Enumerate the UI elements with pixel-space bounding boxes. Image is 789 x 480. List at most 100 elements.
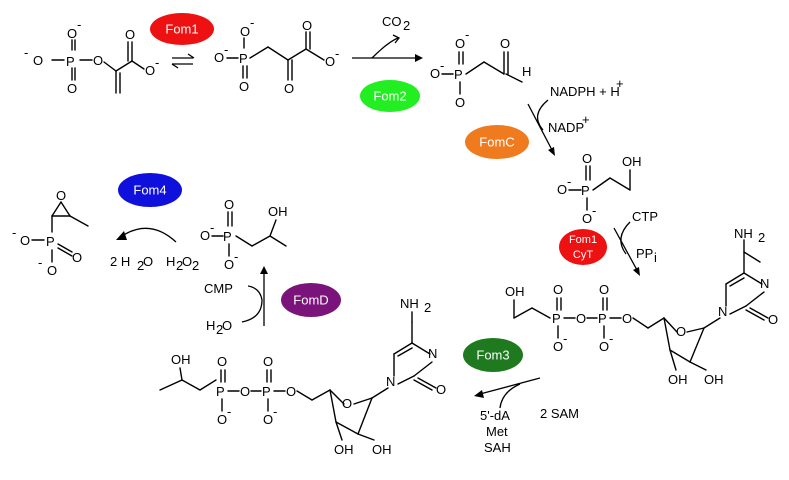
svg-text:O: O — [342, 396, 352, 411]
svg-text:O: O — [93, 53, 103, 68]
svg-text:2 SAM: 2 SAM — [540, 406, 579, 421]
svg-text:O: O — [582, 151, 592, 166]
svg-text:O: O — [72, 250, 82, 265]
svg-text:O: O — [33, 53, 43, 68]
svg-text:O: O — [222, 318, 232, 333]
svg-text:O: O — [143, 254, 153, 269]
svg-text:O: O — [553, 339, 563, 354]
svg-text:P: P — [216, 384, 225, 399]
svg-text:2: 2 — [192, 258, 199, 273]
epoxidation-arrow: 2 H 2 O H 2 O 2 — [110, 227, 199, 273]
hydrolysis-arrow: CMP H 2 O — [204, 266, 268, 337]
svg-text:PP: PP — [636, 246, 653, 261]
svg-text:2: 2 — [403, 18, 410, 33]
svg-text:P: P — [46, 234, 55, 249]
cmp-hpp-structure: OH P O O - O P O O - O O OH OH — [159, 296, 446, 457]
svg-text:OH: OH — [334, 442, 354, 457]
svg-text:O: O — [67, 81, 77, 96]
svg-text:2: 2 — [137, 258, 144, 273]
enzyme-fom3: Fom3 — [463, 338, 523, 372]
svg-text:N: N — [760, 276, 769, 291]
svg-text:OH: OH — [505, 284, 525, 299]
svg-text:-: - — [563, 331, 567, 346]
svg-text:O: O — [217, 412, 227, 427]
svg-text:O: O — [240, 384, 250, 399]
svg-text:Fom3: Fom3 — [476, 347, 509, 362]
svg-text:O: O — [325, 54, 335, 69]
svg-text:O: O — [145, 63, 155, 78]
svg-text:O: O — [576, 311, 586, 326]
svg-text:P: P — [581, 183, 590, 198]
svg-text:O: O — [224, 257, 234, 272]
svg-text:O: O — [582, 211, 592, 226]
svg-text:OH: OH — [268, 204, 288, 219]
svg-text:2: 2 — [424, 300, 431, 315]
svg-text:N: N — [386, 374, 395, 389]
svg-text:O: O — [430, 66, 440, 81]
svg-text:P: P — [552, 311, 561, 326]
svg-text:CMP: CMP — [204, 281, 233, 296]
svg-text:O: O — [286, 384, 296, 399]
svg-text:O: O — [20, 233, 30, 248]
svg-text:FomC: FomC — [479, 134, 514, 149]
svg-text:O: O — [200, 228, 210, 243]
svg-text:O: O — [768, 312, 778, 327]
svg-text:O: O — [217, 354, 227, 369]
svg-text:Fom4: Fom4 — [133, 182, 166, 197]
svg-text:H: H — [522, 64, 531, 79]
pep-structure: P O - O - O O O O - — [24, 17, 159, 96]
svg-text:P: P — [223, 229, 232, 244]
svg-text:-: - — [24, 45, 28, 60]
svg-text:-: - — [440, 58, 444, 73]
svg-text:-: - — [592, 203, 596, 218]
hpp-structure: O - P O O - OH — [200, 197, 288, 272]
svg-text:O: O — [676, 324, 686, 339]
svg-text:O: O — [599, 339, 609, 354]
svg-text:2: 2 — [216, 322, 223, 337]
svg-text:-: - — [250, 15, 254, 30]
svg-text:O: O — [557, 182, 567, 197]
svg-text:O: O — [622, 311, 632, 326]
phosphonoacetaldehyde-structure: O - P O - O O H — [430, 27, 531, 110]
svg-text:OH: OH — [171, 352, 191, 367]
enzyme-fomd: FomD — [281, 283, 341, 317]
svg-text:-: - — [77, 17, 81, 32]
phosphonopyruvate-structure: O - P O - O O O O - — [214, 15, 339, 96]
svg-text:Fom1: Fom1 — [569, 234, 597, 246]
svg-text:-: - — [210, 220, 214, 235]
svg-text:-: - — [335, 46, 339, 61]
svg-text:-: - — [227, 404, 231, 419]
svg-text:NH: NH — [734, 226, 753, 241]
svg-text:O: O — [500, 36, 510, 51]
equilibrium-arrow — [171, 53, 195, 69]
svg-text:OH: OH — [372, 442, 392, 457]
methylation-arrow: 2 SAM 5'-dA Met SAH — [474, 377, 579, 455]
svg-text:O: O — [214, 50, 224, 65]
svg-text:-: - — [224, 42, 228, 57]
hep-structure: O - P O O - OH — [557, 151, 642, 226]
cytidylylation-arrow: CTP PP i — [613, 209, 658, 276]
svg-text:OH: OH — [622, 154, 642, 169]
decarboxylation-arrow: CO 2 — [352, 14, 423, 62]
svg-text:-: - — [465, 27, 469, 42]
svg-text:NADPH + H: NADPH + H — [550, 84, 620, 99]
svg-text:P: P — [598, 311, 607, 326]
svg-text:O: O — [455, 36, 465, 51]
svg-text:O: O — [436, 382, 446, 397]
enzyme-fom1: Fom1 — [150, 13, 214, 45]
svg-text:-: - — [609, 331, 613, 346]
svg-text:CyT: CyT — [573, 249, 593, 261]
svg-text:SAH: SAH — [484, 440, 511, 455]
svg-text:OH: OH — [704, 372, 724, 387]
svg-text:O: O — [182, 254, 192, 269]
svg-text:H: H — [166, 254, 175, 269]
enzyme-fom2: Fom2 — [360, 80, 420, 112]
svg-text:H: H — [206, 318, 215, 333]
svg-text:i: i — [654, 250, 657, 265]
svg-text:O: O — [263, 412, 273, 427]
fosfomycin-structure: O P O - O - O — [12, 188, 89, 278]
svg-text:CTP: CTP — [632, 209, 658, 224]
svg-text:-: - — [273, 404, 277, 419]
atom-p: P — [66, 54, 75, 69]
